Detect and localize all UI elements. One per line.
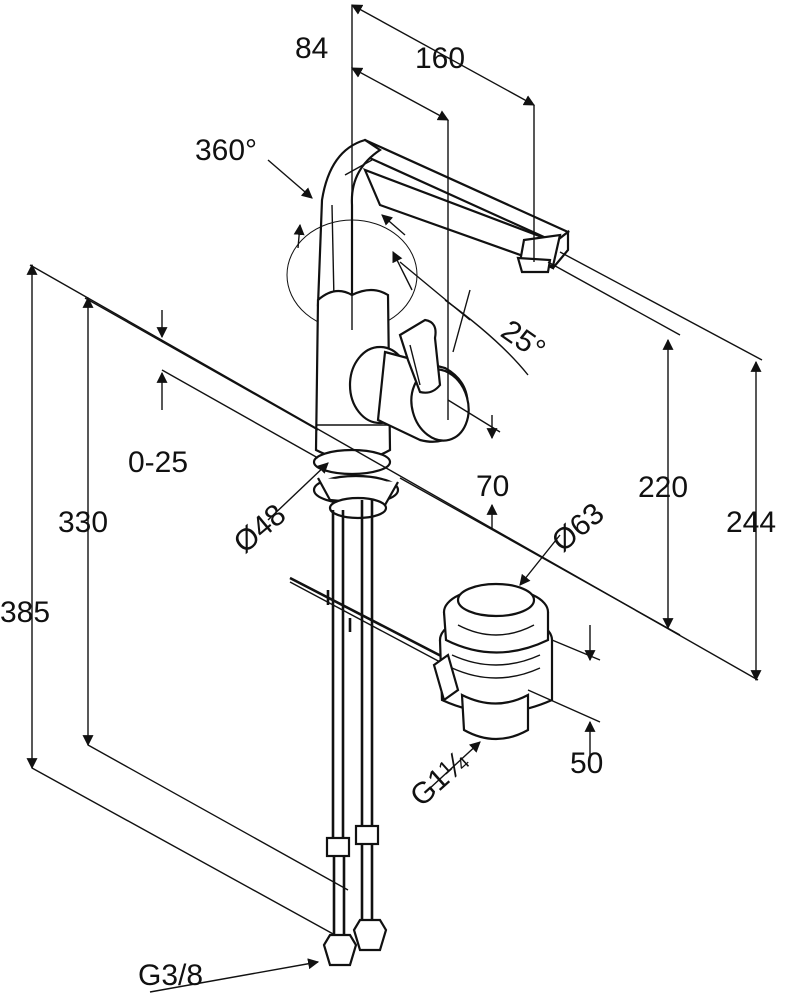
label-total-height: 385 [0, 596, 50, 629]
lever-handle [398, 318, 442, 394]
label-base-diameter: Ø48 [228, 498, 293, 560]
label-waste-thread: G1¼ [404, 744, 475, 813]
label-lever-angle: 25° [495, 314, 551, 367]
faucet-body [286, 138, 571, 520]
label-spout-reach: 160 [415, 42, 465, 75]
spout-nozzle [516, 256, 552, 274]
dimension-lines [26, 4, 763, 993]
label-waste-height: 50 [570, 747, 603, 780]
label-rotation: 360° [195, 134, 257, 167]
supply-hoses [322, 500, 388, 967]
label-hose-thread: G3/8 [138, 959, 203, 992]
hose-nut-left [322, 933, 358, 967]
waste-plug [456, 582, 536, 618]
label-deck-thickness: 0-25 [128, 446, 188, 479]
hose-nut-right [352, 918, 388, 952]
label-waste-diameter: Ø63 [546, 497, 611, 559]
label-lever-clearance: 70 [476, 470, 509, 503]
popup-rod [289, 576, 446, 664]
waste-valve [432, 582, 554, 740]
waste-tail [460, 693, 530, 740]
label-outlet-height: 220 [638, 471, 688, 504]
label-hose-length: 330 [58, 506, 108, 539]
label-spout-offset: 84 [295, 32, 328, 65]
dimension-labels: 84 160 360° 25° 0-25 Ø48 70 220 244 Ø63 … [0, 32, 776, 992]
label-total-tap-height: 244 [726, 506, 776, 539]
